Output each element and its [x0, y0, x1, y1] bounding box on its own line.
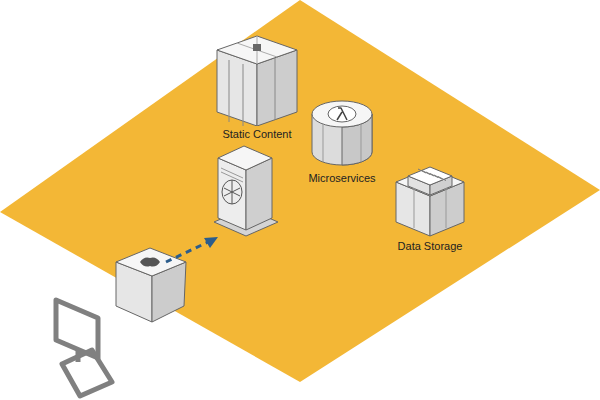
data-storage-node: Data Storage — [380, 160, 480, 253]
microservices-node: Microservices — [292, 98, 392, 185]
node-icon — [292, 98, 392, 170]
flow-arrow — [166, 237, 218, 262]
computer-icon — [56, 300, 112, 396]
static-content-node: Static Content — [207, 30, 307, 141]
node-label: Data Storage — [398, 240, 463, 253]
region-diamond — [0, 0, 600, 382]
gateway-icon — [116, 248, 186, 322]
node-label: Static Content — [222, 128, 291, 141]
node-icon — [207, 30, 307, 126]
server-icon — [214, 146, 278, 236]
node-label: Microservices — [308, 172, 375, 185]
node-icon — [380, 160, 480, 238]
